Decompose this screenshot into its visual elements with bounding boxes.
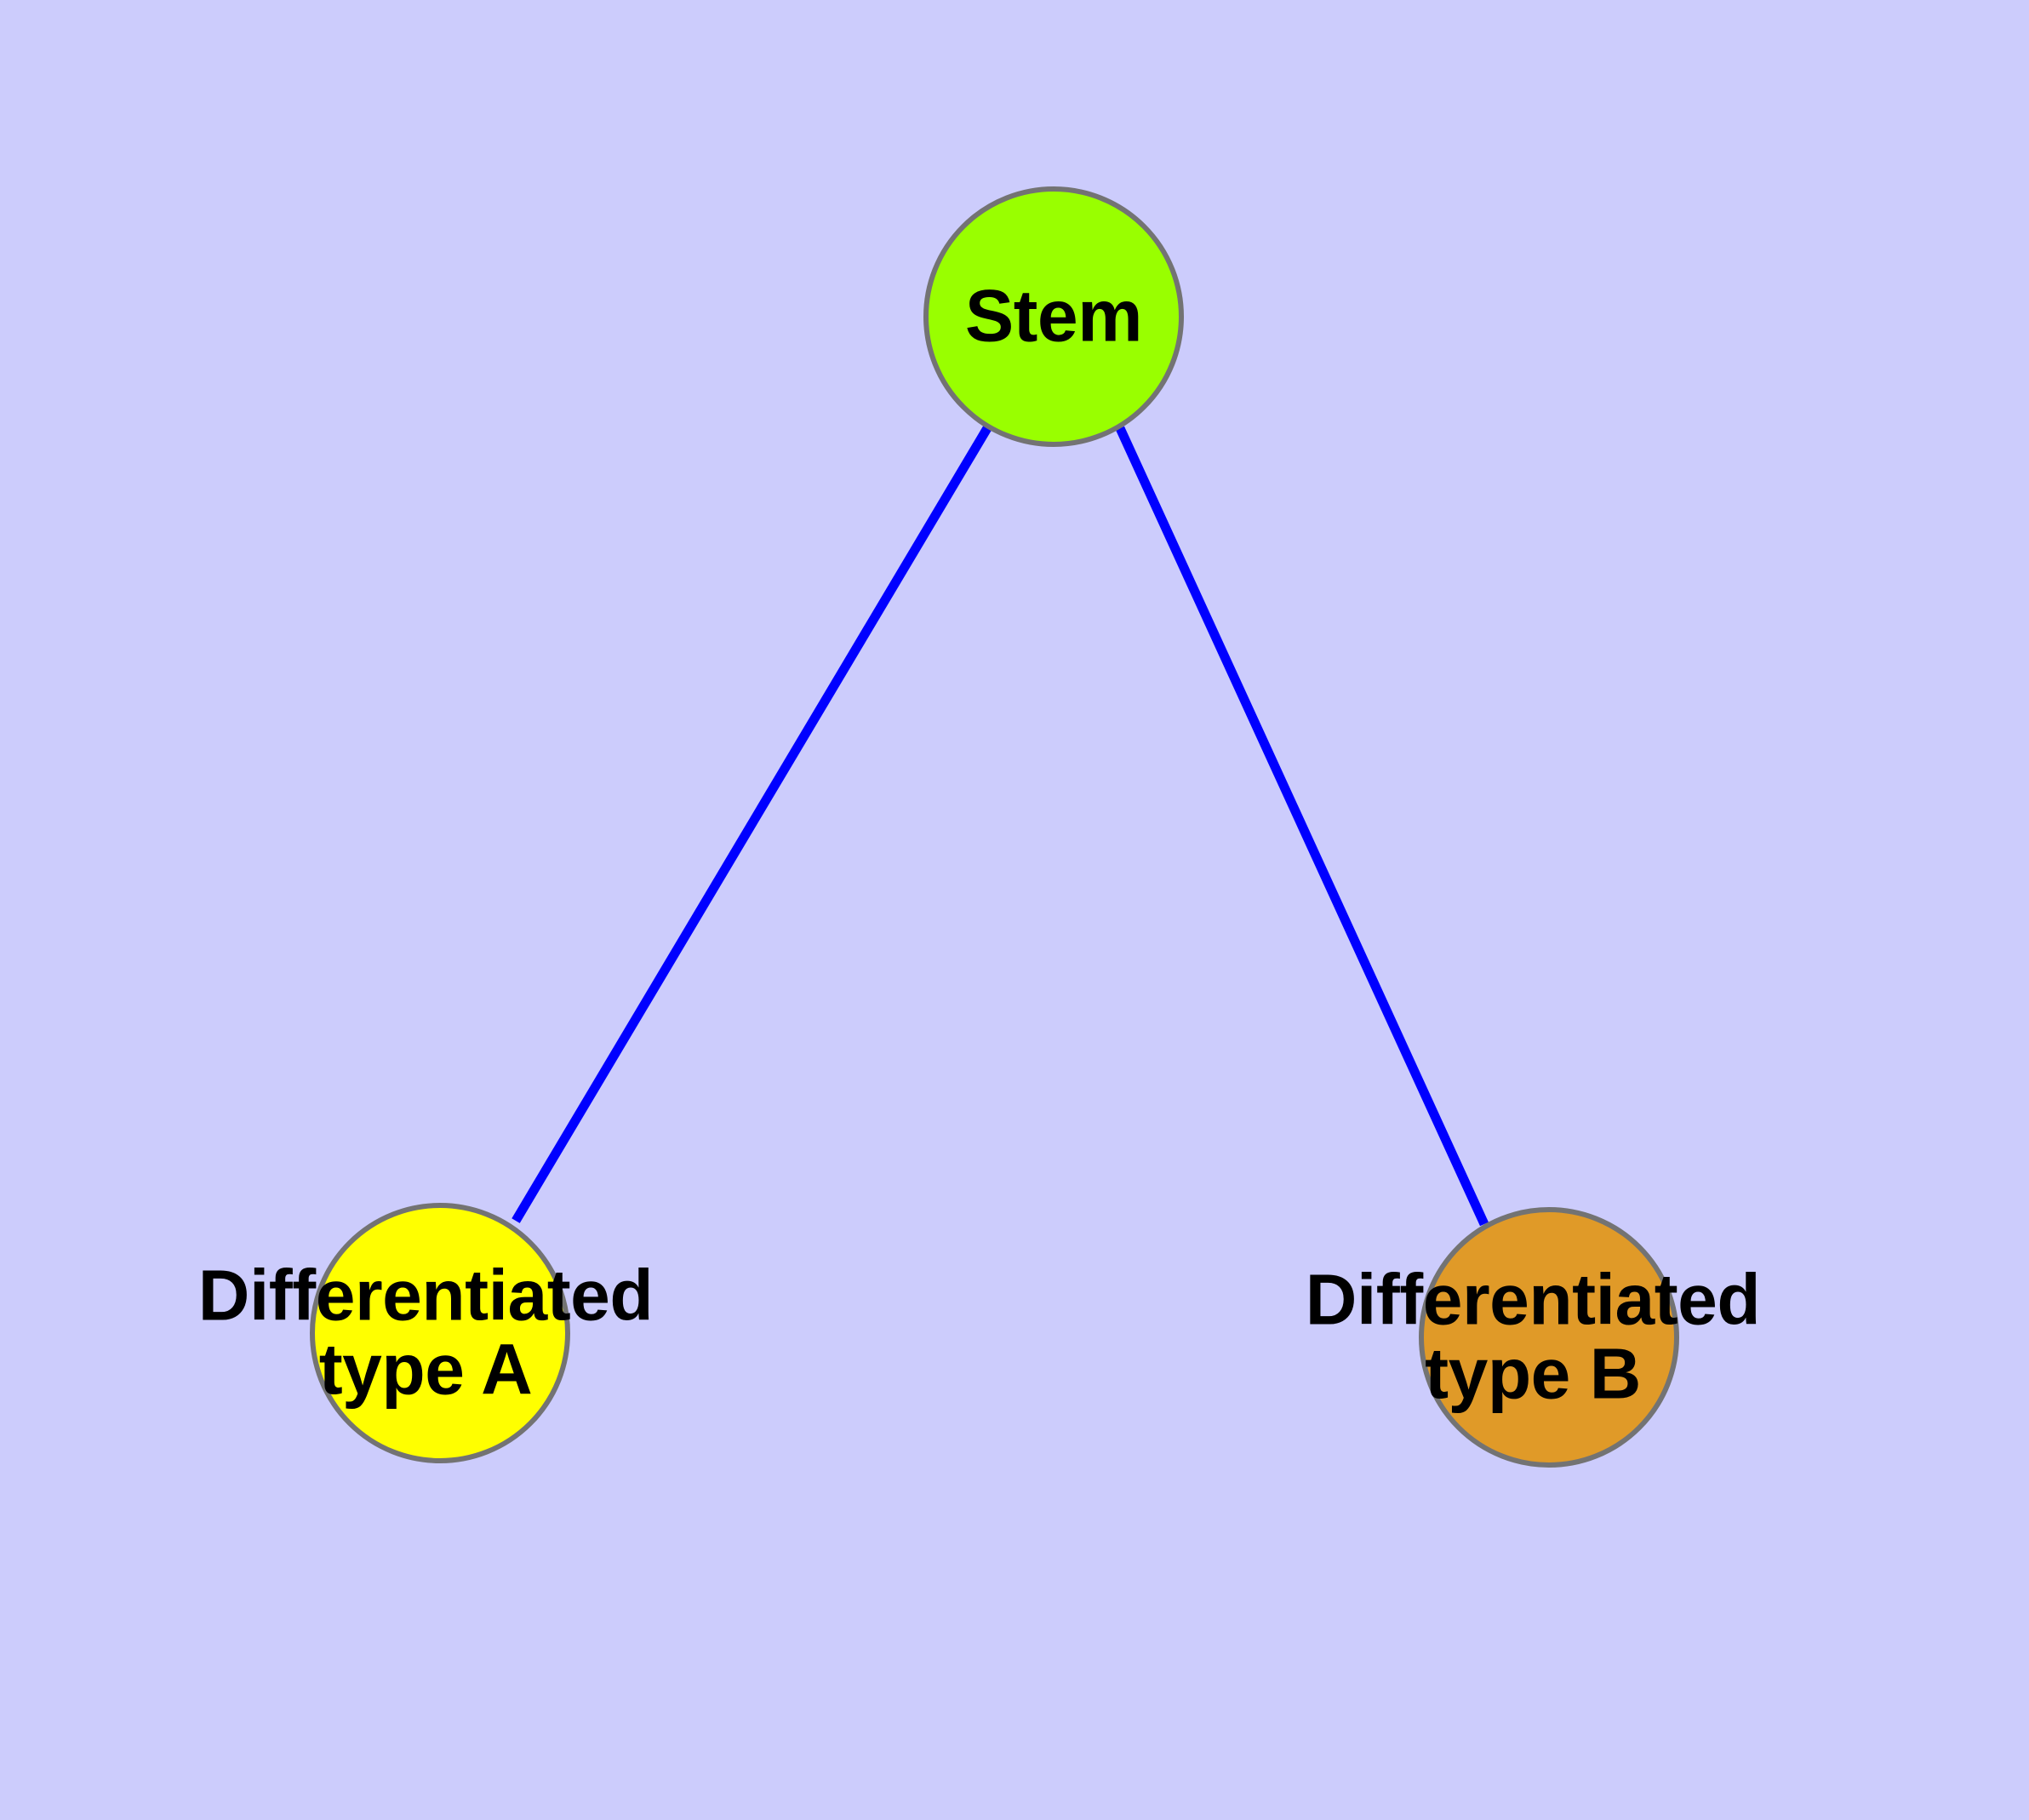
node-differentiated-type-b[interactable] bbox=[1419, 1207, 1679, 1468]
edge-layer bbox=[512, 426, 1489, 1227]
edge-stem-to-differentiated-type-b[interactable] bbox=[1115, 426, 1489, 1227]
node-differentiated-type-a[interactable] bbox=[310, 1203, 570, 1463]
node-layer bbox=[310, 186, 1679, 1468]
node-stem[interactable] bbox=[923, 186, 1184, 447]
edge-stem-to-differentiated-type-a[interactable] bbox=[512, 426, 992, 1223]
